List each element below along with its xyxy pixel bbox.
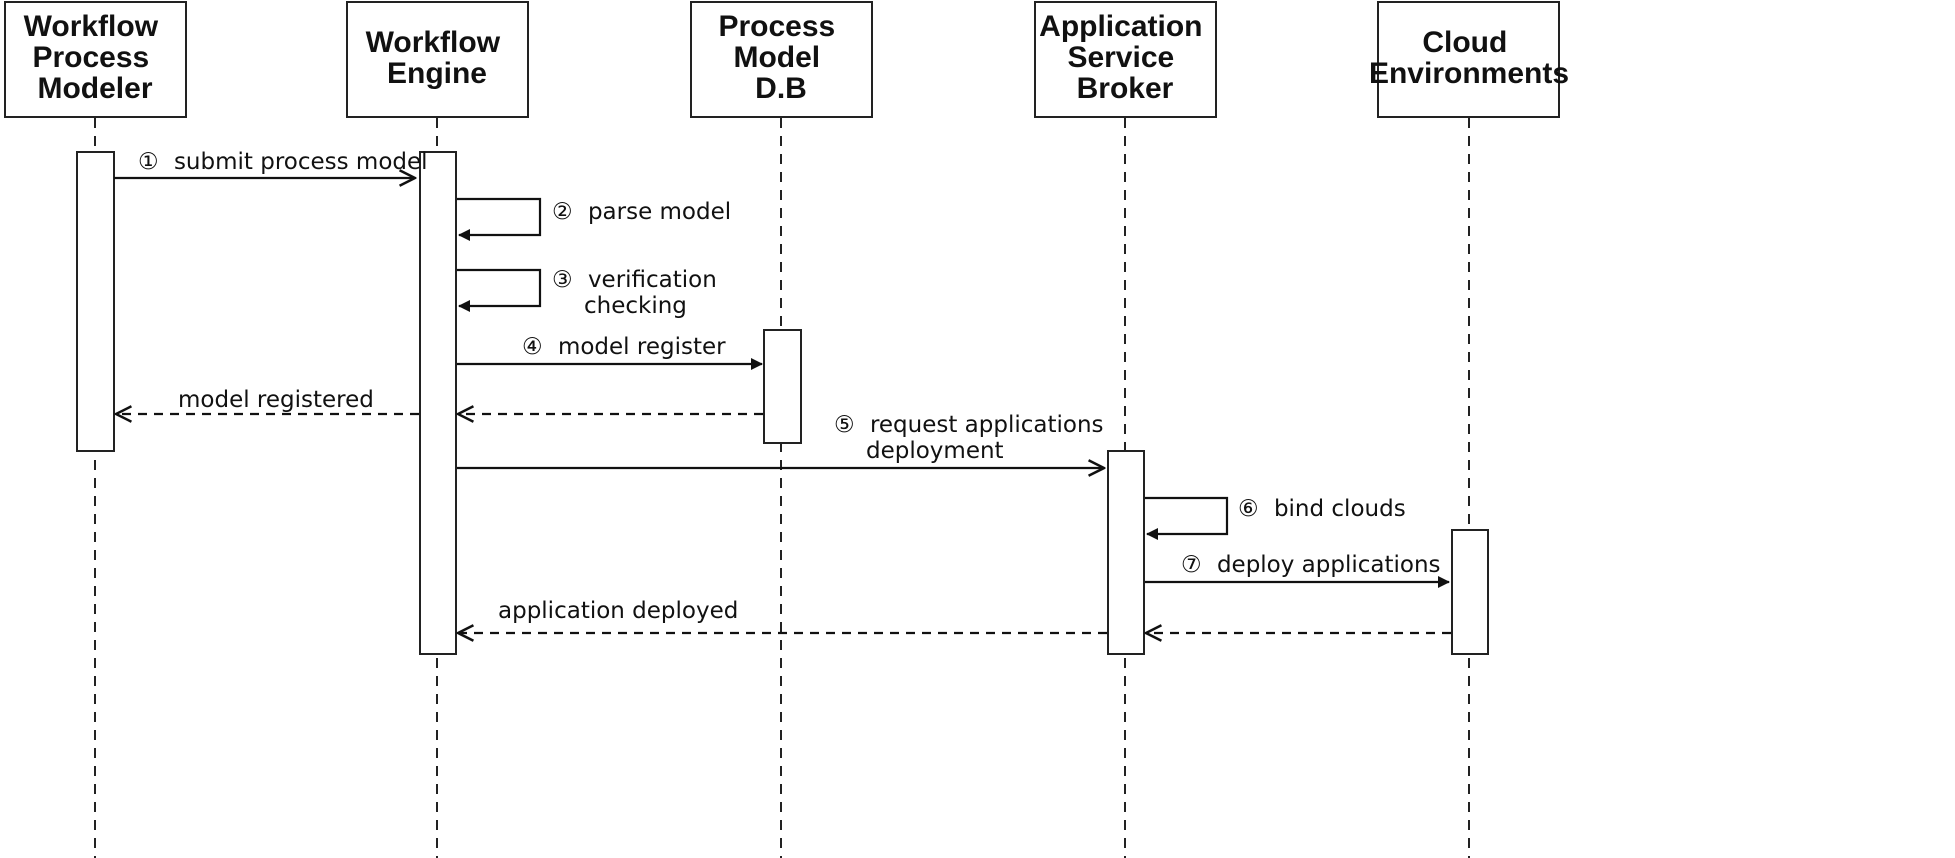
svg-text:Workflow Process M: Workflow Process Modeler	[24, 10, 167, 105]
participant-box	[4, 1, 187, 118]
participant-name-line: Service	[1067, 41, 1174, 74]
message-label-model-register: ④ model register	[522, 334, 726, 360]
message-text: verification	[588, 267, 717, 293]
participant-cloud: Cloud Environments	[1369, 1, 1569, 118]
message-label-submit-process-model: ① submit process model	[138, 149, 428, 175]
message-label-application-deployed: application deployed	[498, 598, 738, 624]
participant-name-line: Process	[32, 41, 149, 74]
participant-box	[346, 1, 529, 118]
activation-cloud	[1451, 529, 1489, 655]
participant-name-line: Workflow	[24, 10, 159, 43]
svg-text:Workflow Engine: Workflow Engine	[366, 26, 509, 90]
message-arrow-verification-checking	[457, 268, 542, 312]
participant-name-line: Cloud	[1422, 26, 1507, 59]
message-text: deploy applications	[1217, 552, 1441, 578]
activation-engine	[419, 151, 457, 655]
svg-text:checking: checking	[584, 293, 687, 319]
message-text: checking	[584, 293, 687, 319]
step-number: ②	[552, 199, 573, 225]
participant-name-line: Model	[733, 41, 820, 74]
message-arrow-parse-model	[457, 197, 542, 241]
svg-text:Application Service: Application Service Broker	[1039, 10, 1211, 105]
svg-text:Cloud Environments: Cloud Environments	[1369, 26, 1569, 90]
step-number: ⑤	[834, 412, 855, 438]
participant-name-line: Broker	[1077, 72, 1174, 105]
message-text: bind clouds	[1274, 496, 1406, 522]
message-text: submit process model	[174, 149, 428, 175]
message-text: model register	[558, 334, 726, 360]
activation-broker	[1107, 450, 1145, 655]
participant-box	[1377, 1, 1560, 118]
message-label-bind-clouds: ⑥ bind clouds	[1238, 496, 1406, 522]
message-arrow-bind-clouds	[1145, 496, 1229, 540]
message-label-model-registered: model registered	[178, 387, 374, 413]
participant-db: Process Model D.B	[690, 1, 873, 118]
message-text: parse model	[588, 199, 731, 225]
message-text: request applications	[870, 412, 1104, 438]
participant-name-line: Process	[718, 10, 835, 43]
svg-text:Process Model D.B: Process Model D.B	[718, 10, 843, 105]
message-label-deploy-applications: ⑦ deploy applications	[1181, 552, 1441, 578]
participant-name-line: Modeler	[37, 72, 152, 105]
svg-text:deployment: deployment	[866, 438, 1004, 464]
participant-broker: Application Service Broker	[1034, 1, 1217, 118]
participant-modeler: Workflow Process Modeler	[4, 1, 187, 118]
participant-name-line: Engine	[387, 57, 487, 90]
step-number: ④	[522, 334, 543, 360]
participant-name-line: Workflow	[366, 26, 501, 59]
activation-db	[763, 329, 802, 444]
message-label-request-applications-deployment: ⑤ request applications	[834, 412, 1104, 438]
participant-box	[1034, 1, 1217, 118]
step-number: ⑦	[1181, 552, 1202, 578]
participant-box	[690, 1, 873, 118]
participant-engine: Workflow Engine	[346, 1, 529, 118]
step-number: ①	[138, 149, 159, 175]
participant-name-line: Application	[1039, 10, 1202, 43]
activation-modeler	[76, 151, 115, 452]
participant-name-line: Environments	[1369, 57, 1569, 90]
step-number: ③	[552, 267, 573, 293]
message-text: model registered	[178, 387, 374, 413]
step-number: ⑥	[1238, 496, 1259, 522]
message-label-parse-model: ② parse model	[552, 199, 731, 225]
message-text: deployment	[866, 438, 1004, 464]
message-text: application deployed	[498, 598, 738, 624]
participant-name-line: D.B	[755, 72, 807, 105]
message-label-verification-checking: ③ verification	[552, 267, 717, 293]
